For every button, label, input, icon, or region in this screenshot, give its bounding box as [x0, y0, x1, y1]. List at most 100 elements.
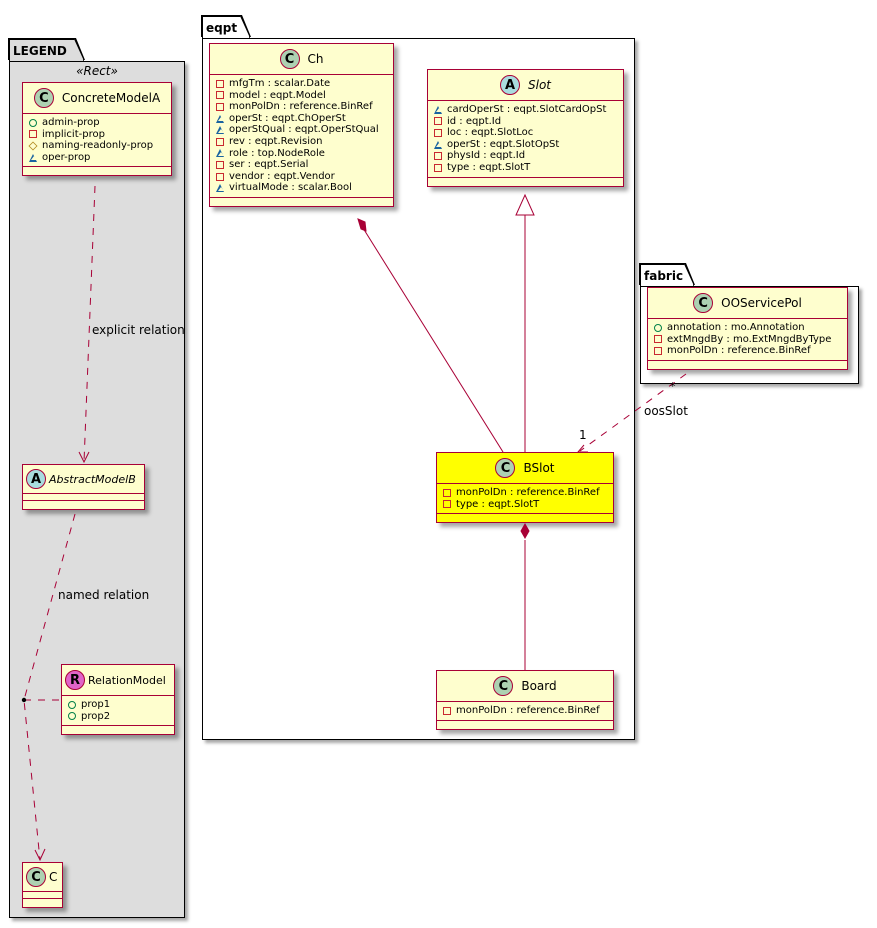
class-header: C BSlot	[437, 453, 613, 484]
private-visibility-icon	[216, 102, 224, 111]
attribute-text: operStQual : eqpt.OperStQual	[229, 124, 379, 136]
method-list	[23, 501, 144, 509]
class-bslot[interactable]: C BSlot monPolDn : reference.BinRef type…	[436, 452, 614, 524]
attribute-text: naming-readonly-prop	[42, 140, 154, 152]
class-header: C Ch	[210, 44, 393, 75]
method-list	[428, 178, 623, 186]
public-visibility-icon	[29, 118, 37, 127]
attribute-text: prop2	[81, 710, 111, 722]
class-c[interactable]: C C	[22, 862, 63, 908]
class-header: R RelationModel	[62, 665, 174, 696]
attribute-text: extMngdBy : mo.ExtMngdByType	[667, 333, 832, 345]
attribute-text: vendor : eqpt.Vendor	[229, 170, 335, 182]
attribute-text: monPolDn : reference.BinRef	[229, 101, 373, 113]
legend-stereotype: «Rect»	[76, 64, 118, 78]
attribute-text: monPolDn : reference.BinRef	[667, 345, 811, 357]
private-visibility-icon	[216, 79, 224, 88]
public-visibility-icon	[68, 700, 76, 709]
class-icon: C	[493, 676, 514, 696]
public-visibility-icon	[654, 323, 662, 332]
attribute: cardOperSt : eqpt.SlotCardOpSt	[434, 104, 623, 116]
attribute-text: prop1	[81, 699, 111, 710]
attribute: oper-prop	[29, 152, 171, 164]
private-visibility-icon	[216, 160, 224, 169]
class-header: C ConcreteModelA	[23, 83, 171, 114]
attribute-text: oper-prop	[42, 151, 91, 163]
oos-slot-label: oosSlot	[644, 404, 688, 418]
class-name: RelationModel	[88, 673, 166, 687]
attribute-list: mfgTm : scalar.Date model : eqpt.Model m…	[210, 75, 393, 198]
attribute: prop1	[68, 699, 174, 711]
class-board[interactable]: C Board monPolDn : reference.BinRef	[436, 670, 614, 730]
class-icon: C	[279, 49, 300, 69]
abstract-icon: A	[26, 469, 46, 489]
class-header: C C	[23, 863, 62, 892]
method-list	[648, 361, 847, 369]
attribute: id : eqpt.Id	[434, 116, 623, 128]
method-list	[210, 198, 393, 206]
attribute-list: annotation : mo.Annotation extMngdBy : m…	[648, 319, 847, 361]
method-list	[437, 721, 613, 729]
attribute-text: id : eqpt.Id	[447, 115, 502, 127]
class-abstract-model-b[interactable]: A AbstractModelB	[22, 464, 145, 510]
abstract-icon: A	[500, 75, 520, 95]
attribute: annotation : mo.Annotation	[654, 322, 847, 334]
attribute: physId : eqpt.Id	[434, 150, 623, 162]
private-visibility-icon	[434, 117, 442, 126]
class-concrete-model-a[interactable]: C ConcreteModelA admin-prop implicit-pro…	[22, 82, 172, 177]
attribute: implicit-prop	[29, 129, 171, 141]
attribute: operStQual : eqpt.OperStQual	[216, 124, 393, 136]
class-oo-service-pol[interactable]: C OOServicePol annotation : mo.Annotatio…	[647, 287, 848, 370]
legend-package-tab: LEGEND	[9, 39, 84, 61]
attribute-list: prop1 prop2	[62, 696, 174, 727]
attribute-list: monPolDn : reference.BinRef type : eqpt.…	[437, 484, 613, 515]
attribute: prop2	[68, 711, 174, 723]
attribute-text: monPolDn : reference.BinRef	[456, 487, 600, 498]
attribute: role : top.NodeRole	[216, 148, 393, 160]
attribute-text: implicit-prop	[42, 128, 105, 140]
class-name: C	[49, 870, 58, 884]
attribute: naming-readonly-prop	[28, 140, 171, 152]
method-list	[23, 899, 62, 907]
attribute-text: admin-prop	[42, 117, 100, 128]
class-name: ConcreteModelA	[61, 91, 161, 105]
private-visibility-icon	[443, 706, 451, 715]
attribute: type : eqpt.SlotT	[434, 162, 623, 174]
attribute-text: model : eqpt.Model	[229, 89, 326, 101]
oos-slot-from-multiplicity: *	[670, 380, 676, 393]
class-name: OOServicePol	[721, 296, 802, 310]
attribute-text: ser : eqpt.Serial	[229, 159, 309, 171]
explicit-relation-label: explicit relation	[92, 323, 185, 337]
package-visibility-icon	[434, 105, 442, 114]
relation-icon: R	[65, 670, 85, 690]
class-name: BSlot	[523, 461, 555, 475]
protected-visibility-icon	[28, 141, 38, 151]
named-relation-label: named relation	[58, 588, 150, 602]
attribute-text: virtualMode : scalar.Bool	[229, 182, 352, 194]
attribute: loc : eqpt.SlotLoc	[434, 127, 623, 139]
class-slot[interactable]: A Slot cardOperSt : eqpt.SlotCardOpSt id…	[427, 69, 624, 187]
method-list	[437, 514, 613, 522]
attribute: rev : eqpt.Revision	[216, 136, 393, 148]
private-visibility-icon	[443, 500, 451, 509]
attribute-list	[23, 892, 62, 899]
class-relation-model[interactable]: R RelationModel prop1 prop2	[61, 664, 175, 736]
class-name: AbstractModelB	[49, 472, 136, 486]
attribute-text: cardOperSt : eqpt.SlotCardOpSt	[447, 104, 607, 115]
attribute-list: cardOperSt : eqpt.SlotCardOpSt id : eqpt…	[428, 101, 623, 178]
private-visibility-icon	[654, 335, 662, 344]
attribute-text: physId : eqpt.Id	[447, 150, 526, 162]
private-visibility-icon	[443, 488, 451, 497]
private-visibility-icon	[216, 172, 224, 181]
attribute-text: operSt : eqpt.SlotOpSt	[447, 138, 560, 150]
package-visibility-icon	[29, 153, 37, 162]
class-icon: C	[693, 293, 714, 313]
package-visibility-icon	[216, 126, 224, 135]
attribute-text: annotation : mo.Annotation	[667, 322, 805, 333]
class-ch[interactable]: C Ch mfgTm : scalar.Date model : eqpt.Mo…	[209, 43, 394, 207]
package-visibility-icon	[216, 114, 224, 123]
attribute: mfgTm : scalar.Date	[216, 78, 393, 90]
class-header: C Board	[437, 671, 613, 702]
class-header: A AbstractModelB	[23, 465, 144, 494]
private-visibility-icon	[434, 152, 442, 161]
